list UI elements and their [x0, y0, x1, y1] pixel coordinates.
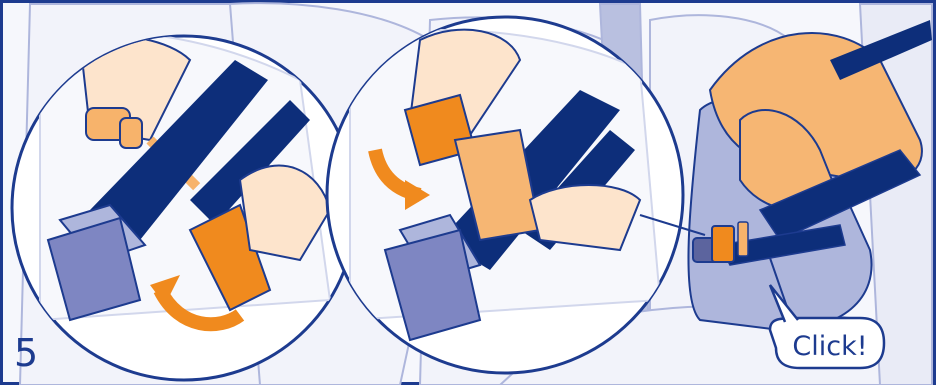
zoom-circle-left [12, 32, 356, 380]
small-latch-clip [712, 226, 734, 262]
zoom-circle-middle [327, 17, 683, 373]
step-number: 5 [14, 334, 38, 372]
click-callout-text: Click! [776, 325, 884, 367]
hand-lower-middle [530, 185, 640, 250]
